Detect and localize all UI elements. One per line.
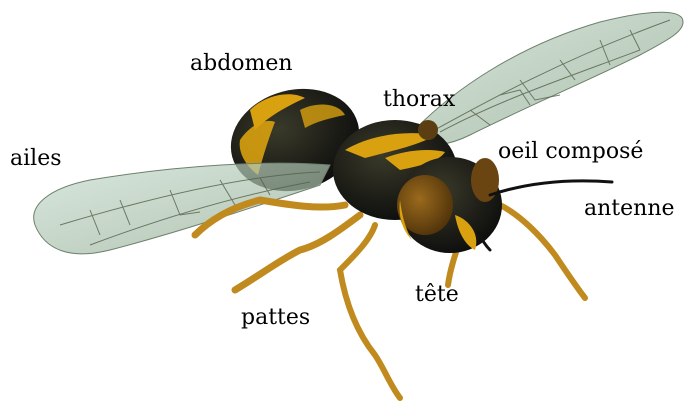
label-pattes: pattes: [241, 307, 310, 329]
left-wing: [34, 163, 330, 254]
label-thorax: thorax: [383, 89, 455, 111]
label-ailes: ailes: [10, 148, 62, 170]
label-tete: tête: [415, 284, 459, 306]
label-antenne: antenne: [584, 198, 675, 220]
legs: [195, 200, 585, 398]
right-wing: [405, 12, 683, 145]
label-oeil-compose: oeil composé: [498, 141, 643, 163]
label-abdomen: abdomen: [190, 53, 293, 75]
